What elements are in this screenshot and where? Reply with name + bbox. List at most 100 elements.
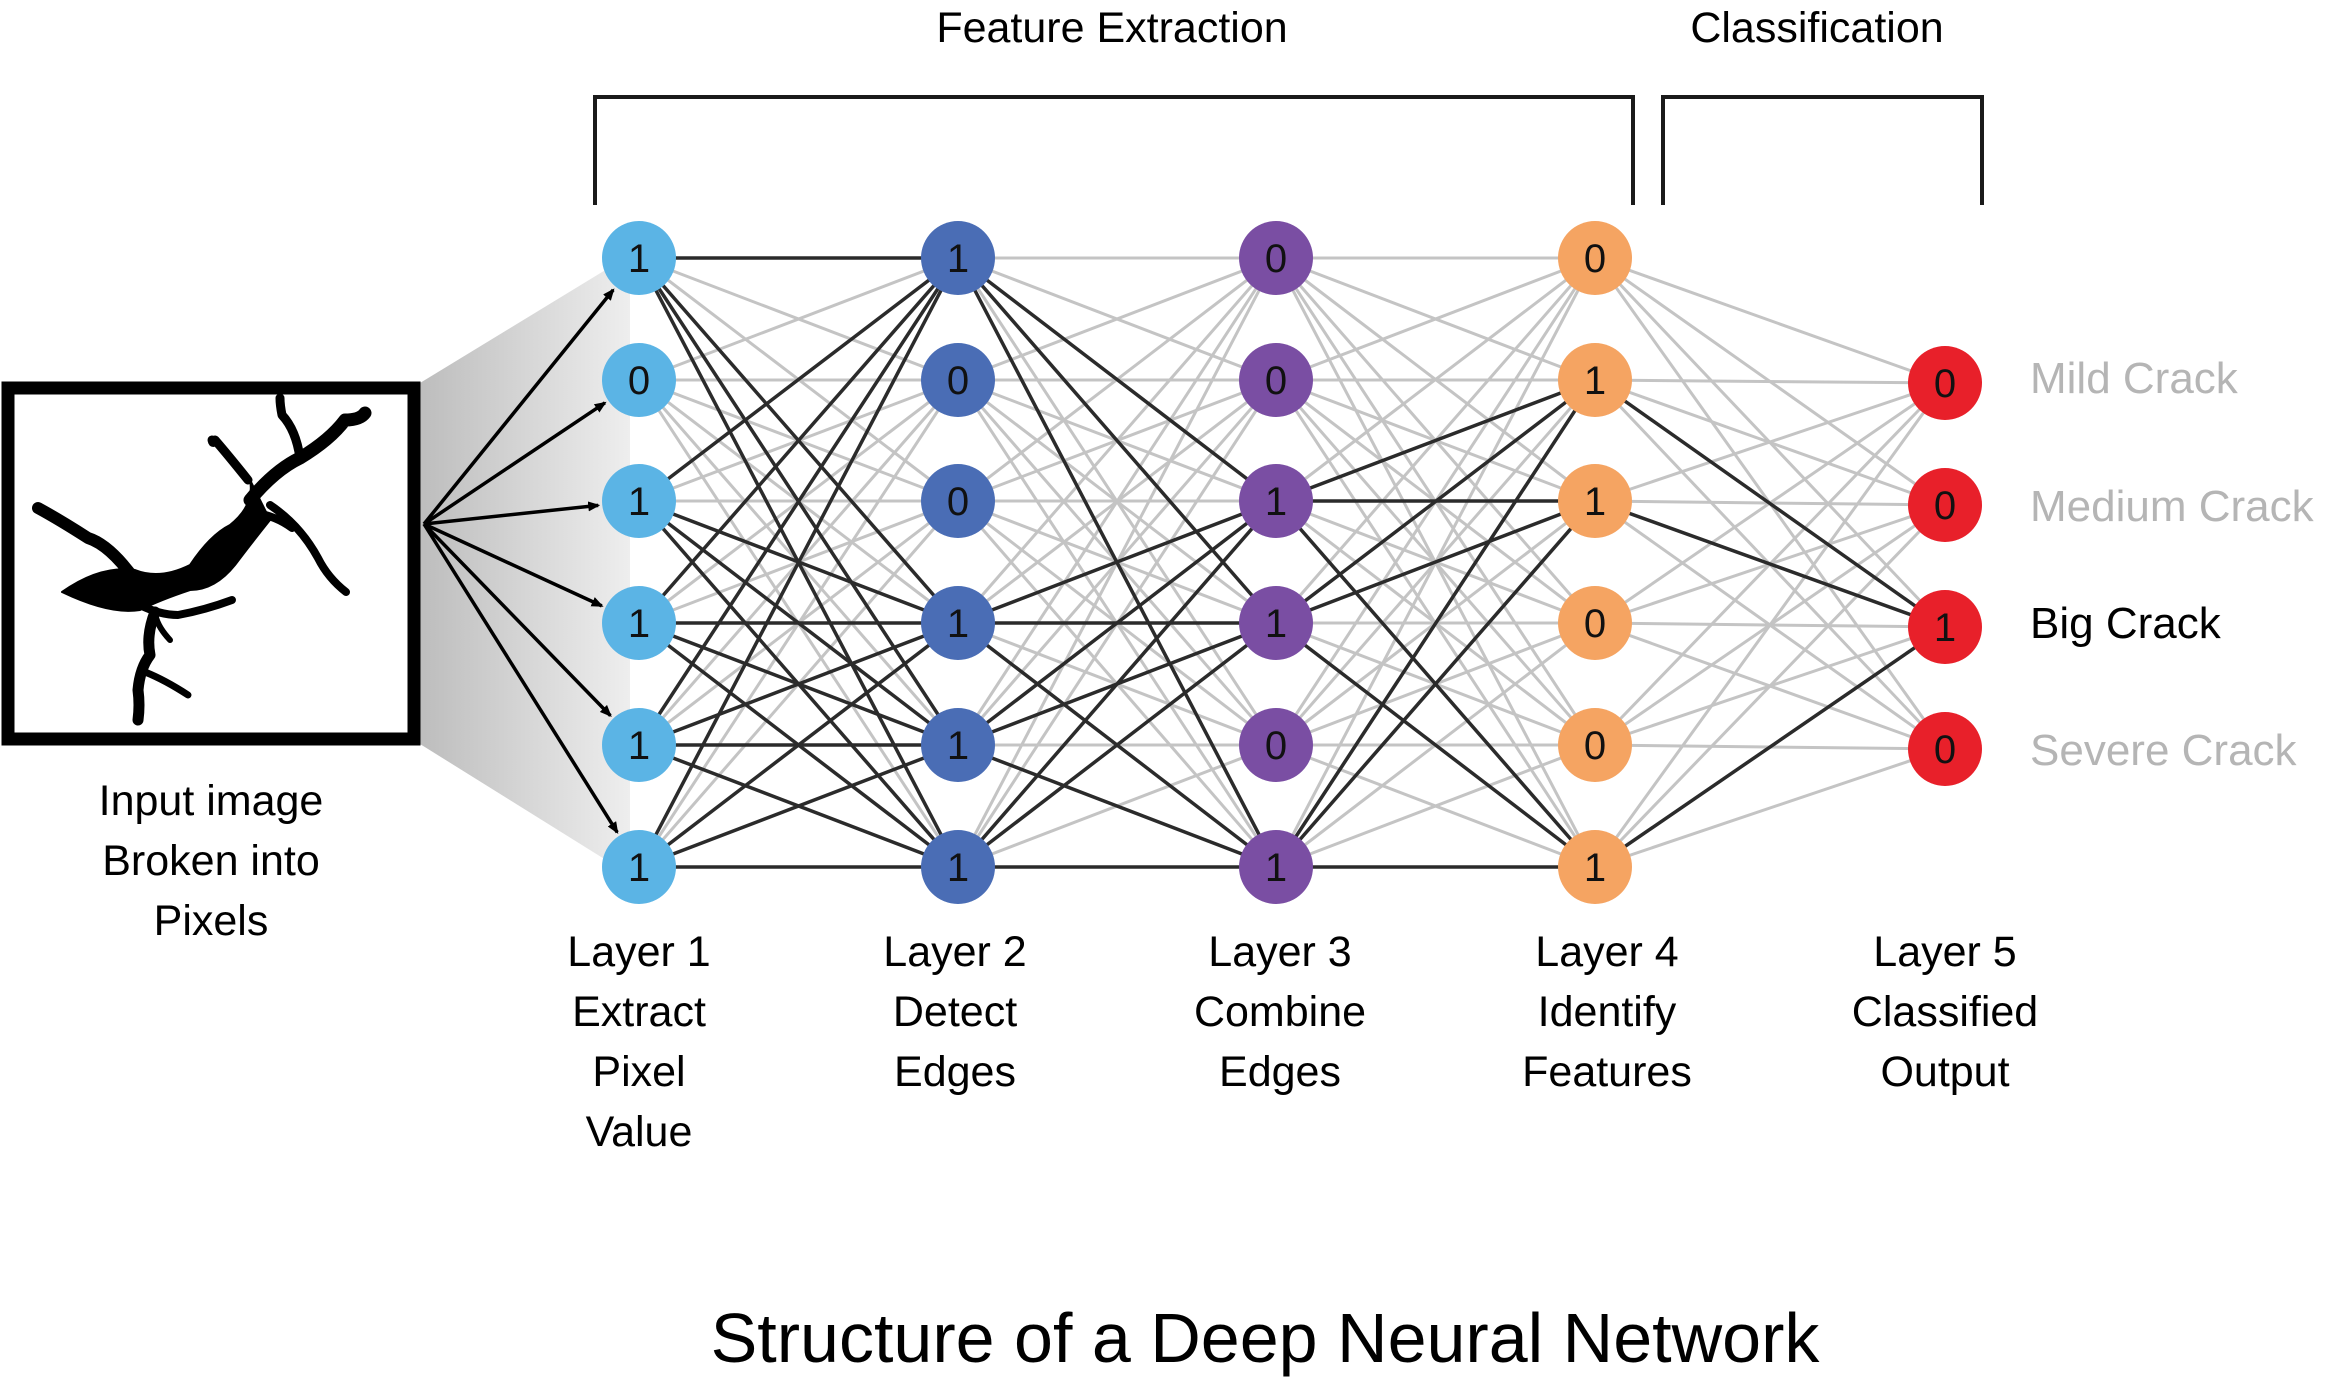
connections: [637, 256, 1947, 869]
node-value: 1: [628, 480, 650, 524]
node-layer-1-6: 1: [602, 830, 676, 904]
layer-label-line: Identify: [1538, 988, 1677, 1036]
node-circle: [602, 586, 676, 660]
node-layer-2-4: 1: [921, 586, 995, 660]
layer-3-label: Layer 3 Combine Edges: [1194, 928, 1366, 1096]
layer-label-line: Extract: [572, 988, 706, 1036]
node-value: 1: [947, 724, 969, 768]
layer-label-line: Features: [1522, 1048, 1692, 1096]
node-circle: [602, 343, 676, 417]
input-label: Input image Broken into Pixels: [99, 777, 324, 945]
input-arrow: [422, 523, 619, 834]
layer-label-line: Layer 2: [883, 928, 1026, 976]
node-value: 1: [1584, 480, 1606, 524]
connection-line-active: [957, 499, 1277, 625]
node-layer-1-2: 0: [602, 343, 676, 417]
layer-label-line: Pixel: [592, 1048, 685, 1096]
node-circle: [1239, 830, 1313, 904]
connection-line-active: [637, 256, 960, 503]
connection-line-active: [1274, 499, 1597, 869]
connection-line: [1594, 747, 1946, 869]
node-circle: [602, 830, 676, 904]
input-label-line: Input image: [99, 777, 324, 825]
layer-5-label: Layer 5 Classified Output: [1852, 928, 2038, 1096]
node-layer-2-5: 1: [921, 708, 995, 782]
connection-line-active: [637, 257, 960, 746]
input-arrow: [423, 501, 601, 526]
connection-line-active: [637, 256, 960, 625]
node-value: 0: [1584, 237, 1606, 281]
connection-line: [1275, 256, 1596, 503]
node-circle: [1239, 708, 1313, 782]
node-value: 1: [947, 237, 969, 281]
node-value: 0: [1584, 724, 1606, 768]
layer-label-line: Output: [1880, 1048, 2009, 1096]
connection-line-active: [956, 621, 1278, 869]
input-label-line: Broken into: [102, 837, 320, 885]
node-layer-4-5: 0: [1558, 708, 1632, 782]
layer-labels: Layer 1 Extract Pixel Value Layer 2 Dete…: [567, 928, 2038, 1156]
layer-label-line: Layer 1: [567, 928, 710, 976]
output-labels: Mild Crack Medium Crack Big Crack Severe…: [2030, 354, 2315, 775]
connection-line-active: [638, 621, 959, 747]
node-layer-5-1: 0: [1908, 346, 1982, 420]
node-value: 1: [628, 602, 650, 646]
connection-line-active: [1274, 621, 1597, 869]
connection-line-active: [1594, 625, 1946, 869]
node-circle: [1908, 712, 1982, 786]
node-value: 1: [947, 602, 969, 646]
node-layer-3-3: 1: [1239, 464, 1313, 538]
node-value: 1: [628, 846, 650, 890]
layer-label-line: Classified: [1852, 988, 2038, 1036]
node-value: 1: [1584, 846, 1606, 890]
node-circle: [1908, 468, 1982, 542]
output-label-big-crack: Big Crack: [2030, 599, 2222, 648]
node-layer-4-3: 1: [1558, 464, 1632, 538]
node-layer-2-1: 1: [921, 221, 995, 295]
node-layer-3-4: 1: [1239, 586, 1313, 660]
node-circle: [1239, 343, 1313, 417]
crack-icon: [32, 393, 372, 726]
node-layer-4-2: 1: [1558, 343, 1632, 417]
layer-1-label: Layer 1 Extract Pixel Value: [567, 928, 710, 1156]
connection-line-active: [637, 257, 960, 868]
node-layer-2-2: 0: [921, 343, 995, 417]
node-value: 0: [628, 359, 650, 403]
connection-line-active: [637, 621, 960, 869]
section-feature-extraction-label: Feature Extraction: [936, 4, 1287, 52]
node-value: 1: [947, 846, 969, 890]
node-circle: [1908, 590, 1982, 664]
classification-bracket: [1661, 95, 1984, 205]
connection-line-active: [956, 499, 1278, 869]
node-layer-2-6: 1: [921, 830, 995, 904]
node-circle: [921, 708, 995, 782]
node-value: 0: [1265, 724, 1287, 768]
node-circle: [602, 708, 676, 782]
node-circle: [1558, 830, 1632, 904]
connection-line-active: [1275, 378, 1596, 503]
layer-label-line: Detect: [893, 988, 1017, 1036]
node-layer-1-5: 1: [602, 708, 676, 782]
node-value: 1: [1584, 359, 1606, 403]
node-value: 0: [947, 480, 969, 524]
node-layer-4-6: 1: [1558, 830, 1632, 904]
layer-label-line: Layer 5: [1873, 928, 2016, 976]
node-circle: [602, 221, 676, 295]
connection-line: [1275, 743, 1596, 869]
layer-label-line: Edges: [1219, 1048, 1341, 1096]
connection-line: [1593, 382, 1947, 868]
node-value: 0: [1934, 728, 1956, 772]
node-layer-3-6: 1: [1239, 830, 1313, 904]
layer-label-line: Value: [586, 1108, 693, 1156]
connection-line: [1594, 381, 1946, 503]
input-arrow: [423, 522, 604, 608]
node-circle: [1558, 586, 1632, 660]
connection-line: [1275, 256, 1596, 382]
node-layer-1-1: 1: [602, 221, 676, 295]
layer-2-label: Layer 2 Detect Edges: [883, 928, 1026, 1096]
input-arrow: [423, 401, 607, 526]
output-label-mild-crack: Mild Crack: [2030, 354, 2239, 403]
node-layer-5-4: 0: [1908, 712, 1982, 786]
connection-line-active: [1275, 499, 1596, 625]
